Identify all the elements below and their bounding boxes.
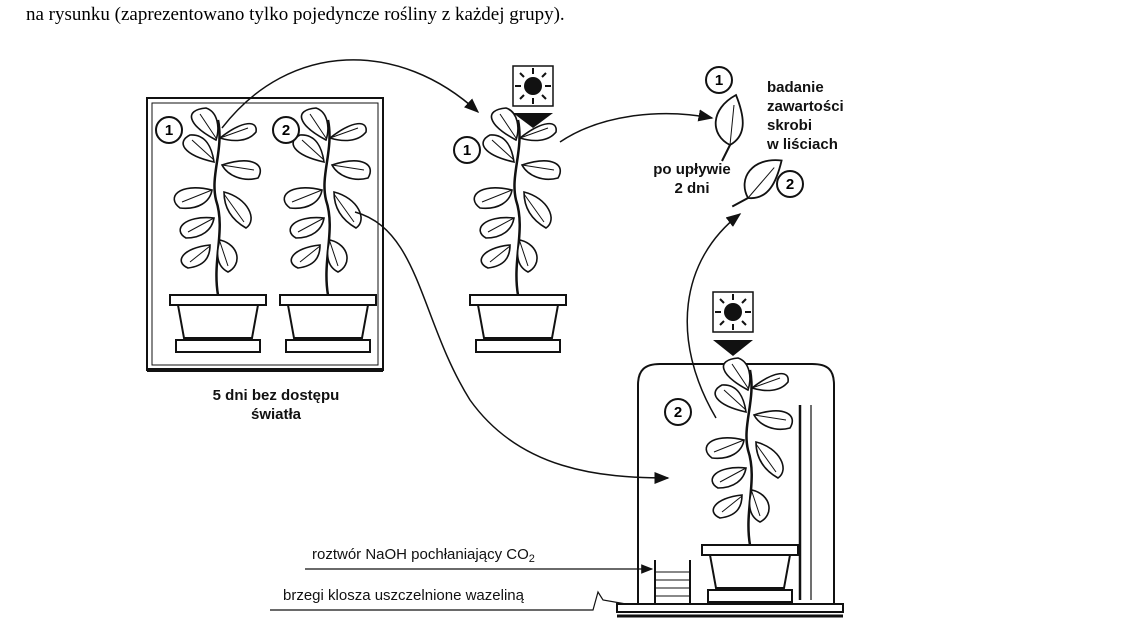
- light-plant: [468, 106, 568, 354]
- naoh-beaker: [654, 560, 691, 605]
- plant-number-2: 2: [664, 398, 692, 426]
- sun-icon: [512, 65, 554, 107]
- plant-number-1: 1: [155, 116, 183, 144]
- leaf-number-2: 2: [776, 170, 804, 198]
- sun-arrow-down: [513, 113, 553, 128]
- arrow-box-to-bell: [354, 211, 670, 484]
- arrow-bell-to-leaf: [686, 213, 742, 419]
- sun-icon: [712, 291, 754, 333]
- seal-leader: [270, 590, 627, 611]
- starch-test-label: badanie zawartości skrobi w liściach: [767, 79, 844, 153]
- naoh-label: roztwór NaOH pochłaniający CO2: [312, 546, 535, 565]
- plant-number-2: 2: [272, 116, 300, 144]
- caption-text: na rysunku (zaprezentowano tylko pojedyn…: [26, 4, 565, 25]
- time-label: po upływie 2 dni: [653, 161, 731, 197]
- dark-box-label: 5 dni bez dostępu światła: [212, 387, 340, 423]
- leaf-1: [714, 94, 744, 162]
- bell-plant: [700, 356, 800, 604]
- leaf-number-1: 1: [705, 66, 733, 94]
- arrow-light-to-leaf: [559, 109, 714, 143]
- seal-label: brzegi klosza uszczelnione wazeliną: [283, 587, 524, 604]
- sun-arrow-down: [713, 340, 753, 356]
- plant-number-1: 1: [453, 136, 481, 164]
- arrow-box-to-light: [221, 59, 480, 129]
